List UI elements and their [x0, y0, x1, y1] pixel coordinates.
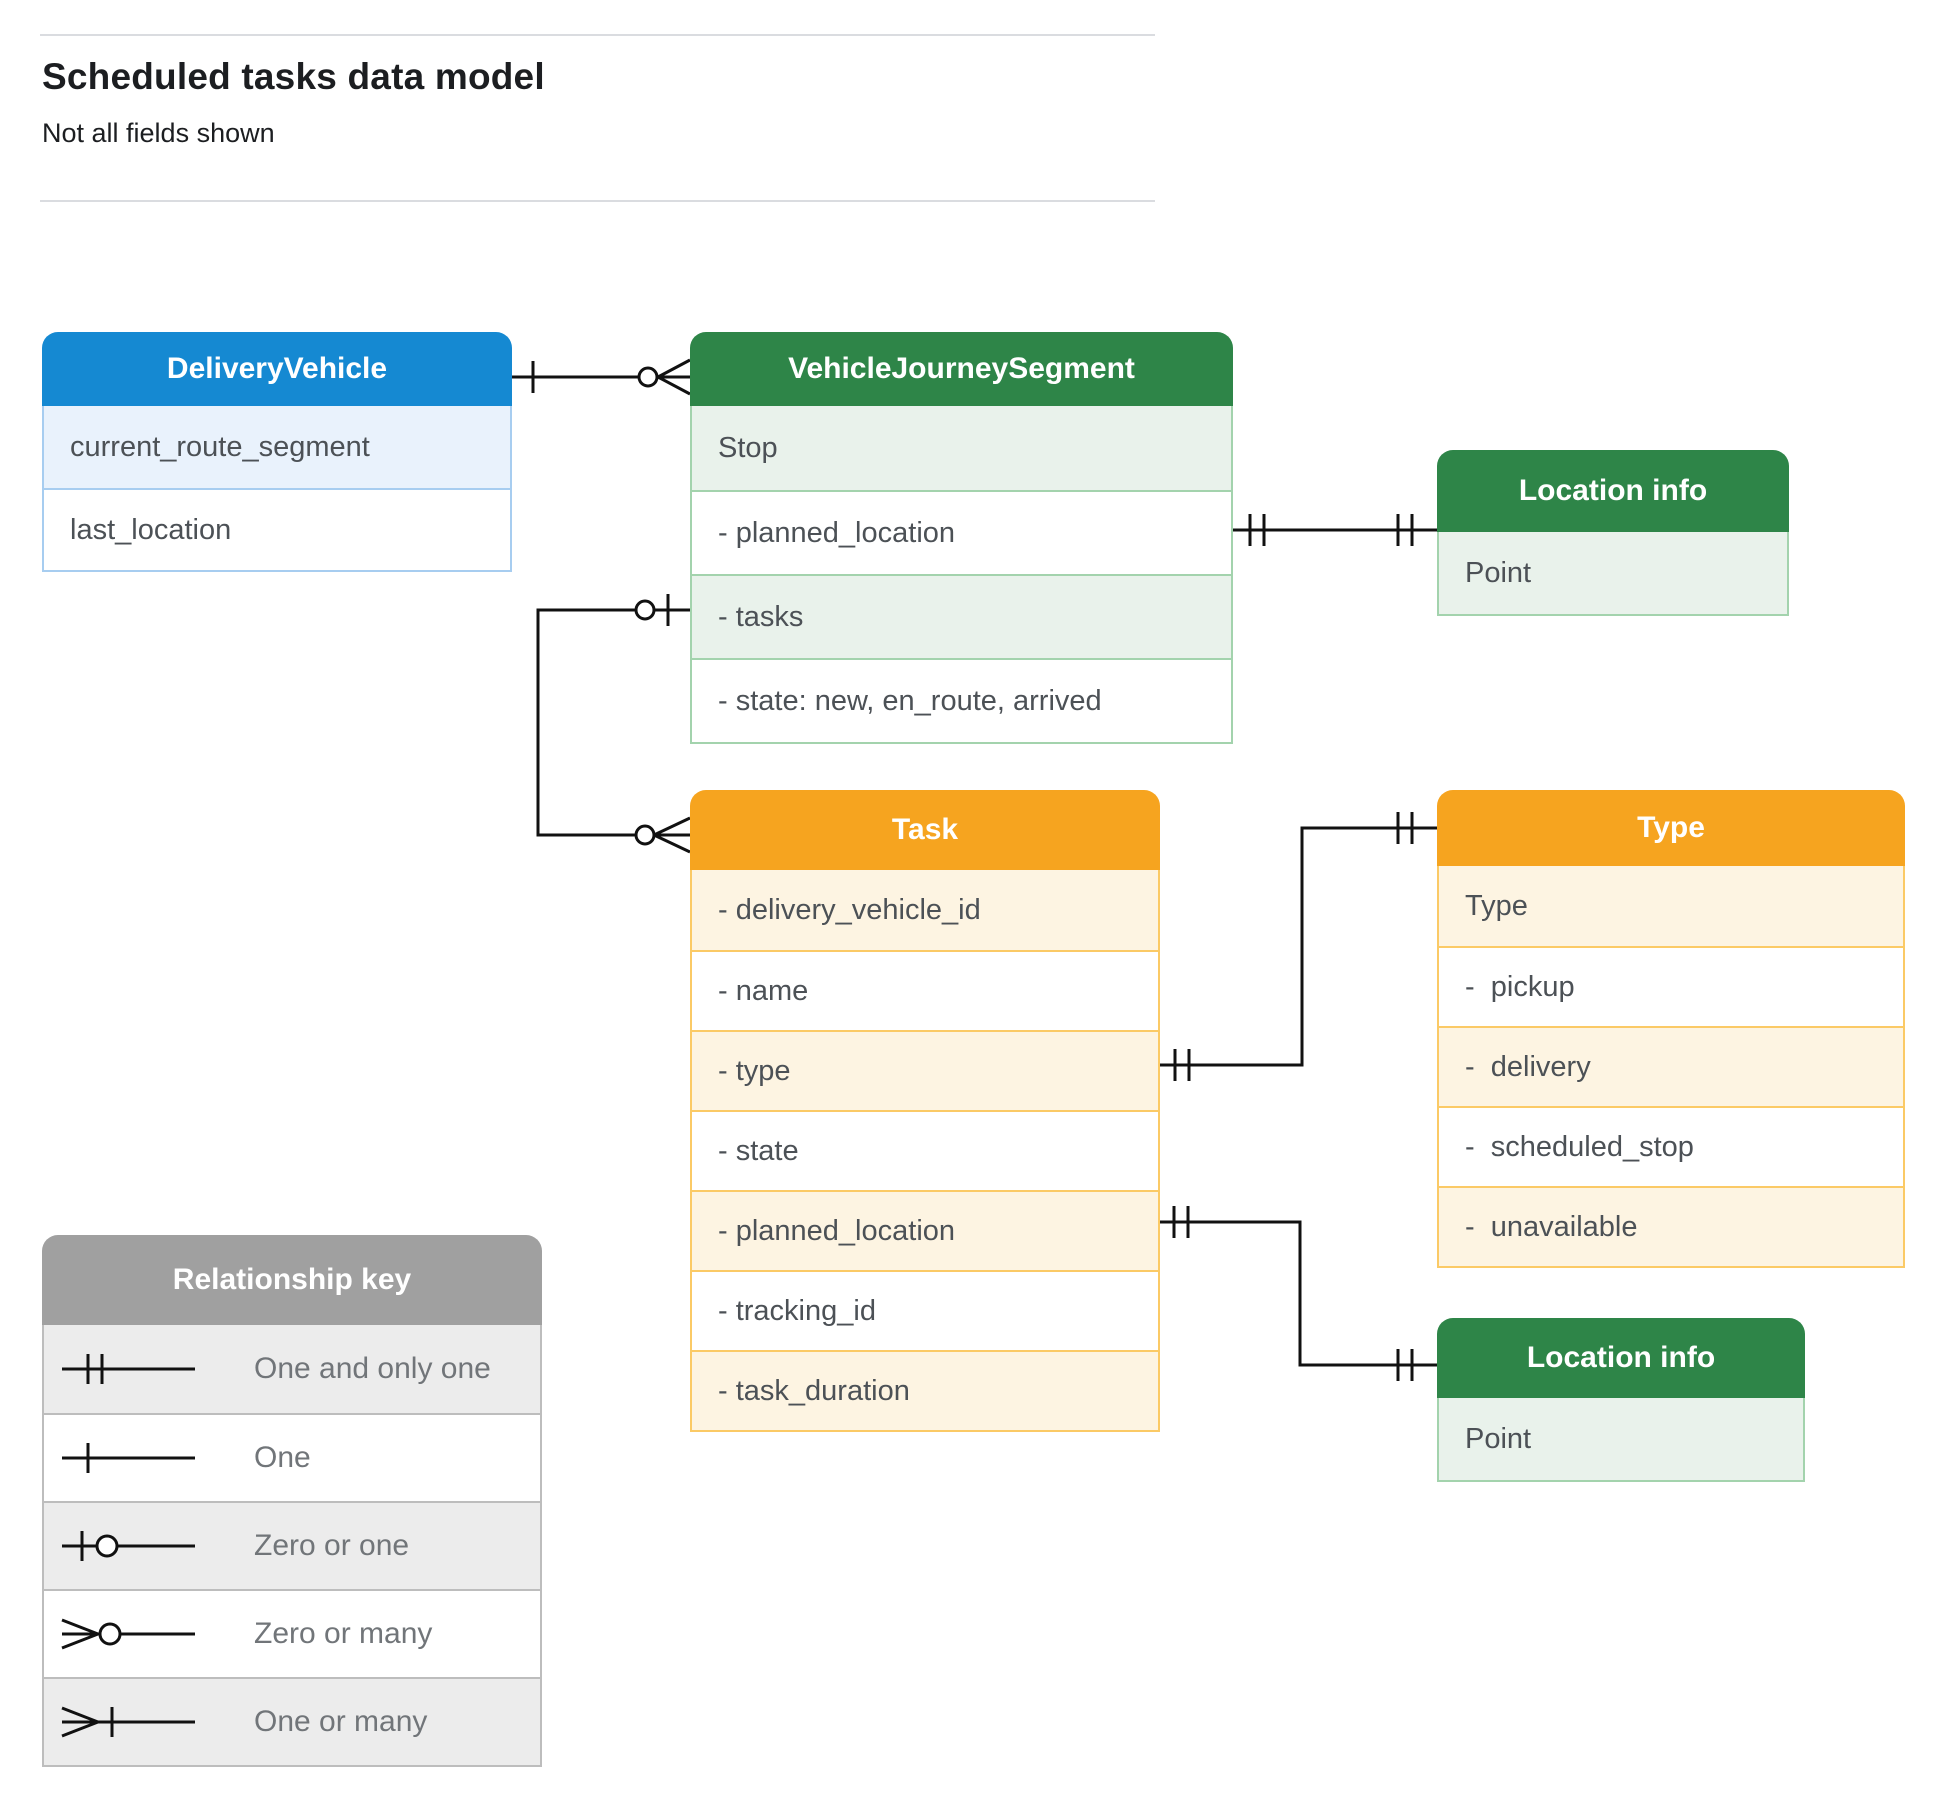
header-divider [40, 200, 1155, 202]
page-subtitle: Not all fields shown [42, 118, 275, 148]
page-title: Scheduled tasks data model [42, 56, 545, 97]
legend-item: One and only one [44, 1325, 540, 1413]
field-planned-location: - planned_location [692, 490, 1231, 574]
legend-item: Zero or one [44, 1501, 540, 1589]
legend-label: One or many [254, 1705, 428, 1738]
legend-label: Zero or many [254, 1617, 433, 1650]
one-and-only-one-icon [62, 1354, 195, 1384]
connector-plannedlocation-locationinfo2 [1160, 1206, 1437, 1381]
entity-task-fields: - delivery_vehicle_id - name - type - st… [690, 870, 1160, 1432]
field-delivery-vehicle-id: - delivery_vehicle_id [692, 870, 1158, 950]
field-planned-location: - planned_location [692, 1190, 1158, 1270]
legend-item: One or many [44, 1677, 540, 1765]
legend-label: One [254, 1441, 311, 1474]
zero-or-many-icon [61, 1618, 195, 1650]
legend-item: One [44, 1413, 540, 1501]
field-type-name: Type [1439, 866, 1903, 946]
entity-task-title: Task [690, 790, 1160, 870]
entity-delivery-vehicle-title: DeliveryVehicle [42, 332, 512, 406]
one-or-many-icon [61, 1706, 195, 1738]
entity-type-title: Type [1437, 790, 1905, 866]
relationship-key: Relationship key One and only one One [42, 1235, 542, 1767]
entity-location-info-1-fields: Point [1437, 532, 1789, 616]
entity-delivery-vehicle: DeliveryVehicle current_route_segment la… [42, 332, 512, 572]
entity-location-info-1-title: Location info [1437, 450, 1789, 532]
field-type: - type [692, 1030, 1158, 1110]
one-icon [62, 1443, 195, 1473]
field-name: - name [692, 950, 1158, 1030]
field-stop: Stop [692, 406, 1231, 490]
field-state: - state: new, en_route, arrived [692, 658, 1231, 742]
entity-type-fields: Type - pickup - delivery - scheduled_sto… [1437, 866, 1905, 1268]
entity-vehicle-journey-segment-fields: Stop - planned_location - tasks - state:… [690, 406, 1233, 744]
field-point: Point [1439, 1398, 1803, 1480]
entity-vehicle-journey-segment-title: VehicleJourneySegment [690, 332, 1233, 406]
relationship-key-title: Relationship key [42, 1235, 542, 1325]
field-last-location: last_location [44, 488, 510, 570]
field-current-route-segment: current_route_segment [44, 406, 510, 488]
field-state: - state [692, 1110, 1158, 1190]
connector-type-type-entity [1160, 812, 1437, 1081]
entity-location-info-2-title: Location info [1437, 1318, 1805, 1398]
field-unavailable: - unavailable [1439, 1186, 1903, 1266]
field-point: Point [1439, 532, 1787, 614]
field-task-duration: - task_duration [692, 1350, 1158, 1430]
legend-label: One and only one [254, 1352, 491, 1385]
relationship-key-items: One and only one One Zero or one [42, 1325, 542, 1767]
connector-plannedlocation-locationinfo1 [1233, 514, 1437, 546]
connector-deliveryvehicle-vehiclejourneysegment [512, 358, 691, 396]
entity-delivery-vehicle-fields: current_route_segment last_location [42, 406, 512, 572]
field-delivery: - delivery [1439, 1026, 1903, 1106]
top-divider [40, 34, 1155, 36]
entity-location-info-2: Location info Point [1437, 1318, 1805, 1482]
entity-location-info-2-fields: Point [1437, 1398, 1805, 1482]
entity-vehicle-journey-segment: VehicleJourneySegment Stop - planned_loc… [690, 332, 1233, 744]
connector-tasks-task [536, 594, 691, 854]
entity-type: Type Type - pickup - delivery - schedule… [1437, 790, 1905, 1268]
entity-location-info-1: Location info Point [1437, 450, 1789, 616]
field-tracking-id: - tracking_id [692, 1270, 1158, 1350]
legend-label: Zero or one [254, 1529, 410, 1562]
field-tasks: - tasks [692, 574, 1231, 658]
field-scheduled-stop: - scheduled_stop [1439, 1106, 1903, 1186]
legend-item: Zero or many [44, 1589, 540, 1677]
field-pickup: - pickup [1439, 946, 1903, 1026]
entity-task: Task - delivery_vehicle_id - name - type… [690, 790, 1160, 1432]
zero-or-one-icon [62, 1531, 195, 1561]
